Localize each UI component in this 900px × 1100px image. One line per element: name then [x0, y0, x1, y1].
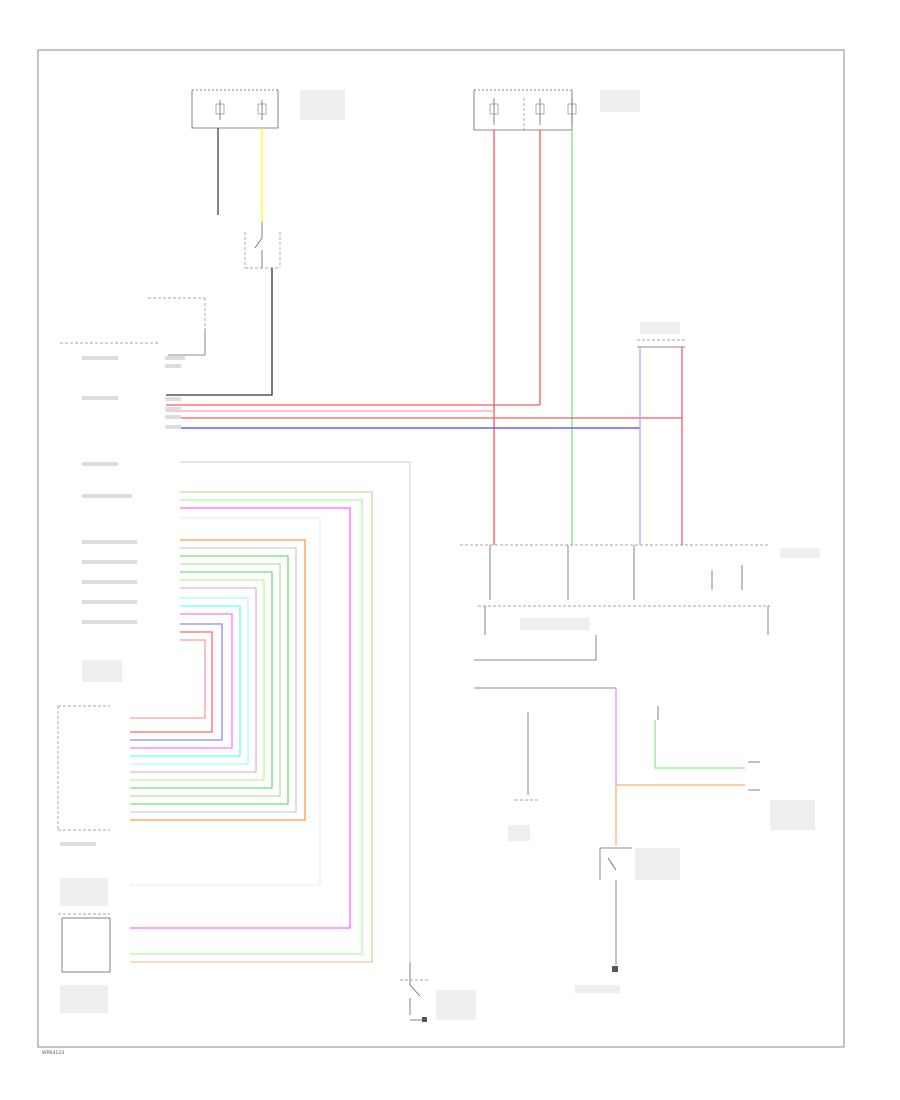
combination-meter [460, 544, 770, 661]
output-input-connector [57, 705, 110, 831]
fuse-block-right [473, 89, 577, 131]
lamp-connector [60, 297, 206, 356]
belt-section [474, 687, 760, 972]
key-switch [244, 222, 281, 269]
joint-connector [637, 339, 685, 348]
bottom-left-module [58, 913, 111, 973]
left-bundle-wires [130, 461, 411, 963]
diagram-frame [37, 49, 845, 1048]
tiny-labels [60, 90, 820, 1020]
footer-code: WPB4124 [42, 1050, 64, 1056]
wire-black-key-to-bus [166, 268, 273, 396]
seat-belt-switch [400, 962, 430, 1022]
fuse-block-left [191, 89, 279, 129]
